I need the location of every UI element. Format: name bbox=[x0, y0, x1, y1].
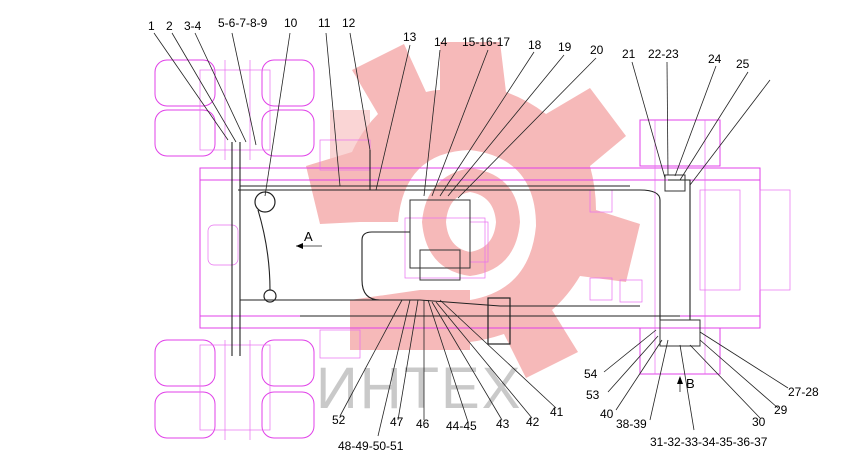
callout-13: 13 bbox=[403, 30, 417, 44]
callout-1: 1 bbox=[148, 19, 155, 33]
brake-pipes bbox=[231, 142, 701, 356]
callout-44-45: 44-45 bbox=[446, 419, 477, 433]
callout-41: 41 bbox=[550, 405, 564, 419]
callout-43: 43 bbox=[496, 417, 510, 431]
callout-2: 2 bbox=[166, 19, 173, 33]
callout-38-39: 38-39 bbox=[616, 417, 647, 431]
callout-24: 24 bbox=[708, 52, 722, 66]
callout-30: 30 bbox=[752, 415, 766, 429]
callout-29: 29 bbox=[774, 403, 788, 417]
callouts-bottom: 27-28 29 30 31-32-33-34-35-36-37 38-39 4… bbox=[332, 367, 819, 453]
view-arrow-a: A bbox=[296, 229, 322, 249]
callout-53: 53 bbox=[586, 388, 600, 402]
view-label-a: A bbox=[304, 229, 313, 244]
callout-31-37: 31-32-33-34-35-36-37 bbox=[650, 435, 768, 449]
watermark-gear bbox=[306, 42, 640, 378]
callout-46: 46 bbox=[416, 417, 430, 431]
callout-3-4: 3-4 bbox=[184, 19, 202, 33]
callout-40: 40 bbox=[600, 407, 614, 421]
callout-27-28: 27-28 bbox=[788, 385, 819, 399]
callout-52: 52 bbox=[332, 413, 346, 427]
callout-10: 10 bbox=[284, 16, 298, 30]
callout-12: 12 bbox=[342, 16, 356, 30]
watermark-text: ИНТЕХ bbox=[316, 356, 522, 421]
view-label-b: B bbox=[686, 376, 695, 391]
callout-18: 18 bbox=[528, 38, 542, 52]
callout-25: 25 bbox=[736, 57, 750, 71]
callout-11: 11 bbox=[318, 16, 331, 30]
front-wheels bbox=[154, 59, 315, 440]
callout-22-23: 22-23 bbox=[648, 47, 679, 61]
view-arrow-b: B bbox=[677, 376, 695, 392]
leader-lines bbox=[153, 32, 789, 437]
callout-20: 20 bbox=[590, 43, 604, 57]
callout-54: 54 bbox=[584, 367, 598, 381]
callout-47: 47 bbox=[390, 415, 404, 429]
callout-42: 42 bbox=[526, 415, 540, 429]
callout-5-9: 5-6-7-8-9 bbox=[218, 16, 268, 30]
callouts-top: 1 2 3-4 5-6-7-8-9 10 11 12 13 14 15-16-1… bbox=[148, 16, 750, 71]
callout-15-17: 15-16-17 bbox=[462, 35, 510, 49]
callout-14: 14 bbox=[434, 35, 448, 49]
callout-48-51: 48-49-50-51 bbox=[338, 439, 404, 453]
callout-21: 21 bbox=[622, 47, 636, 61]
callout-19: 19 bbox=[558, 40, 572, 54]
